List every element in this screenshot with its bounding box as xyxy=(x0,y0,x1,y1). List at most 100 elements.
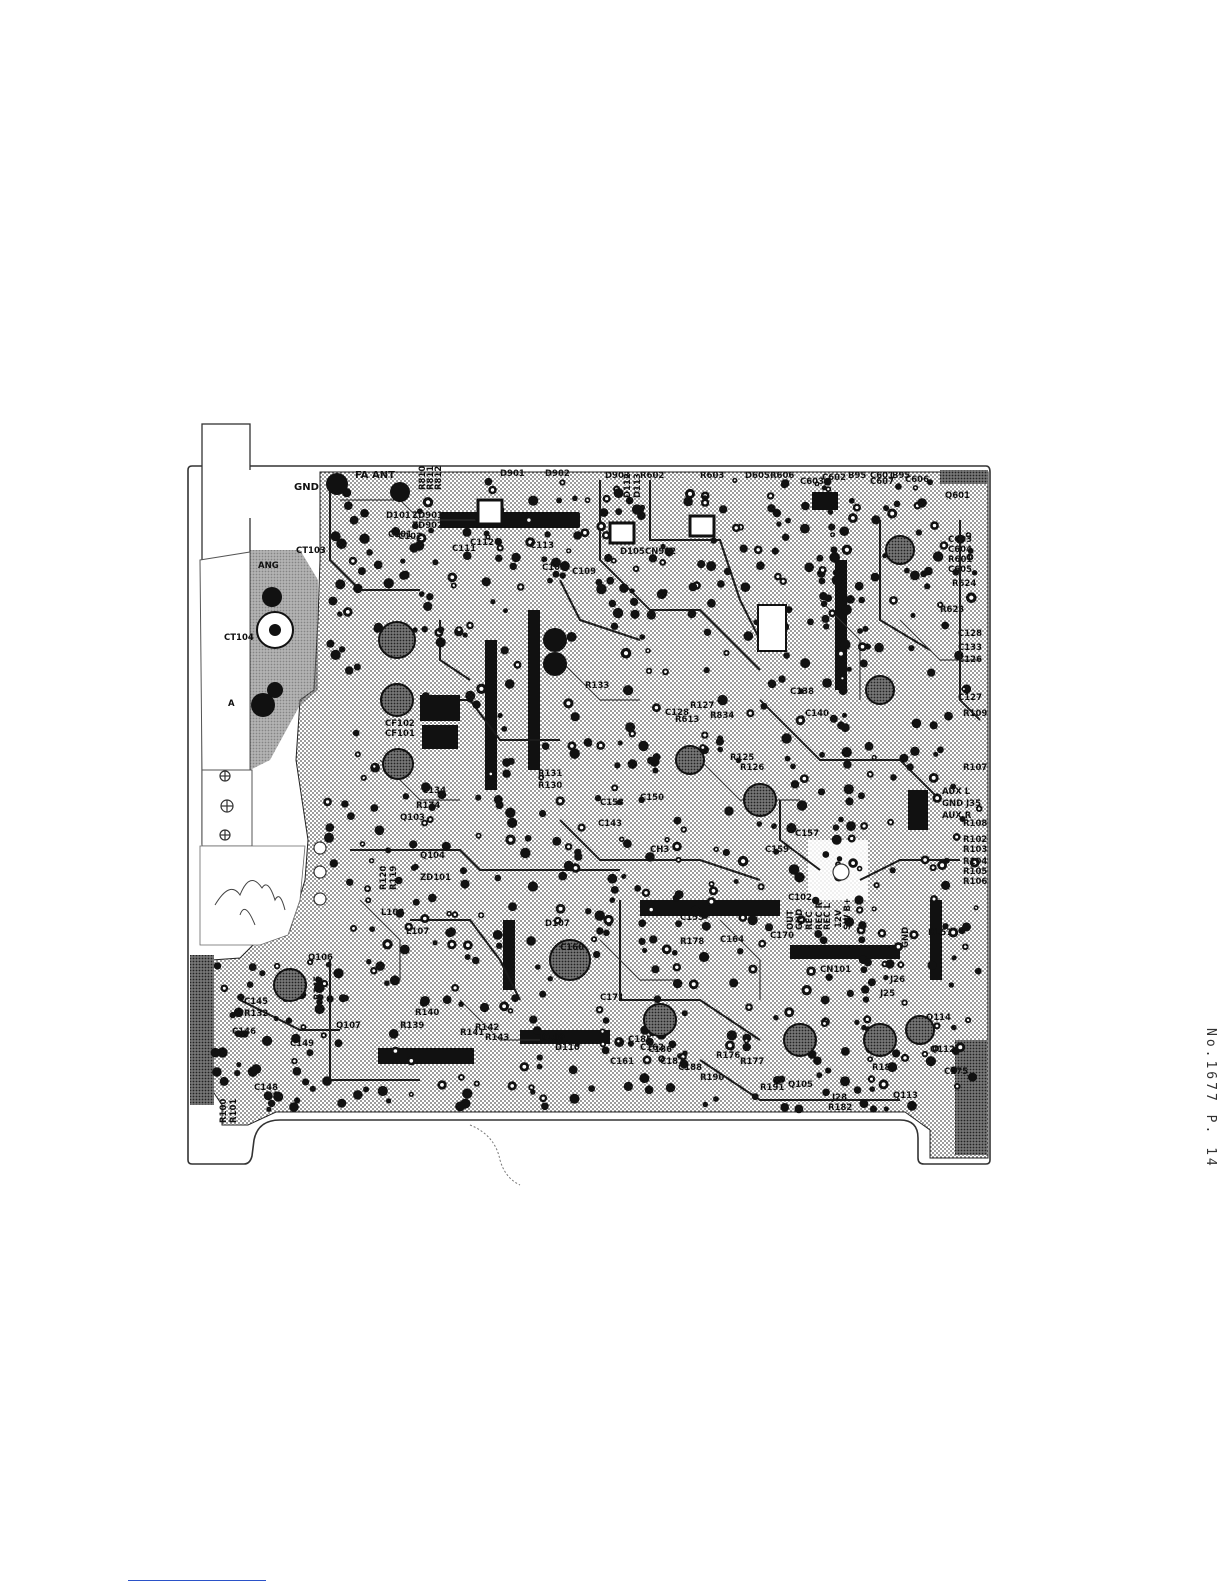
pad-hole xyxy=(851,861,855,865)
solder-pad xyxy=(893,500,901,508)
pad-hole xyxy=(701,746,705,749)
aux-labels: AUX L GND J35 AUX R xyxy=(942,787,981,821)
solder-pad xyxy=(823,623,830,630)
solder-pad xyxy=(859,1099,869,1108)
pad-hole xyxy=(510,1084,514,1088)
solder-pad xyxy=(417,508,423,515)
component-label-j25: J25 xyxy=(879,989,895,999)
solder-pad xyxy=(259,970,266,977)
component-label-c603: C603 xyxy=(948,535,972,545)
component-label-c187: C187 xyxy=(660,1057,684,1067)
solder-pad xyxy=(673,978,683,989)
solder-pad xyxy=(629,588,635,594)
component-label-c146: C146 xyxy=(232,1027,256,1037)
pad-hole xyxy=(623,651,629,656)
component-label-r190: R190 xyxy=(700,1073,724,1083)
solder-pad xyxy=(773,848,780,855)
handwritten-mark xyxy=(214,880,286,926)
solder-pad xyxy=(572,495,578,502)
component-label-d903: D903 xyxy=(605,471,630,481)
solder-pad xyxy=(412,898,420,906)
pad-hole xyxy=(573,866,578,870)
component-label-c150: C150 xyxy=(640,793,664,803)
solder-pad xyxy=(841,604,852,616)
solder-pad xyxy=(822,851,830,858)
upper-left-labels: ZD901ZD902D101C101C102CF101CF102ZD101R12… xyxy=(379,511,676,890)
component-label-d107: D107 xyxy=(545,919,570,929)
component-label-gnd: GND xyxy=(901,927,911,948)
component-label-rec-r: REC R xyxy=(815,901,825,930)
component-label-d901: D901 xyxy=(500,469,525,479)
pad-hole xyxy=(612,559,615,562)
label-aux-r: AUX R xyxy=(942,811,972,821)
label-ct104: CT104 xyxy=(224,633,254,643)
solder-pad xyxy=(234,1070,241,1077)
pad-hole xyxy=(490,488,495,492)
solder-pad xyxy=(373,560,383,570)
pad-hole xyxy=(870,1077,873,1081)
pad-hole xyxy=(880,931,884,935)
solder-pad xyxy=(967,547,974,554)
pad-hole xyxy=(522,1064,527,1069)
solder-pad xyxy=(910,746,920,756)
solder-pad xyxy=(895,483,902,490)
pad-hole xyxy=(620,838,623,841)
component-label-r623: R623 xyxy=(940,605,964,615)
solder-pad xyxy=(773,1075,782,1085)
pad-hole xyxy=(325,800,330,804)
solder-pad xyxy=(385,847,392,854)
solder-pad xyxy=(574,1041,580,1047)
solder-pad xyxy=(948,982,955,988)
solder-pad xyxy=(326,639,335,648)
solder-pad xyxy=(857,628,863,634)
solder-pad xyxy=(954,650,964,661)
solder-pad xyxy=(346,878,354,886)
pad-hole xyxy=(781,579,785,583)
component-label-c170: C170 xyxy=(770,931,794,941)
component-label-out: OUT xyxy=(786,910,796,930)
solder-pad xyxy=(915,529,923,536)
solder-pad xyxy=(824,594,833,602)
solder-pad xyxy=(472,700,481,709)
solder-pad xyxy=(639,1073,650,1084)
pad-hole xyxy=(839,651,843,656)
solder-pad xyxy=(653,910,660,917)
solder-pad xyxy=(665,1083,676,1093)
component-label-cf102: CF102 xyxy=(385,719,415,729)
solder-pad xyxy=(820,995,830,1005)
pad-hole xyxy=(975,906,978,909)
pad-hole xyxy=(606,918,611,923)
pad-hole xyxy=(968,555,972,559)
solder-pad xyxy=(544,531,551,538)
solder-pad xyxy=(717,694,728,706)
solder-pad xyxy=(767,504,776,513)
solder-pad xyxy=(831,834,842,845)
component-label-c175: C175 xyxy=(944,1067,968,1077)
solder-pad xyxy=(550,557,561,568)
solder-pad xyxy=(604,553,613,563)
component-label-ch3: CH3 xyxy=(650,845,669,855)
board-outline xyxy=(187,465,991,1165)
solder-pad xyxy=(251,1064,262,1075)
component-label-l108: L108 xyxy=(381,908,404,918)
pad-hole xyxy=(912,932,916,937)
pad-hole xyxy=(409,1059,414,1063)
solder-pad xyxy=(801,501,810,511)
solder-pad xyxy=(822,678,832,688)
solder-pad xyxy=(309,1085,316,1092)
solder-pad xyxy=(594,795,602,802)
solder-pad xyxy=(814,930,823,938)
solder-pad xyxy=(409,543,419,553)
solder-pad xyxy=(613,488,624,499)
solder-pad xyxy=(347,812,355,820)
solder-pad xyxy=(608,599,617,608)
component-label-c113: C113 xyxy=(530,541,554,551)
solder-pad xyxy=(838,816,844,823)
solder-pad xyxy=(871,515,881,525)
solder-pad xyxy=(944,711,953,721)
solder-pad xyxy=(771,823,777,829)
solder-pad xyxy=(832,824,840,831)
solder-pad xyxy=(306,1049,314,1057)
solder-pad xyxy=(322,1076,332,1086)
